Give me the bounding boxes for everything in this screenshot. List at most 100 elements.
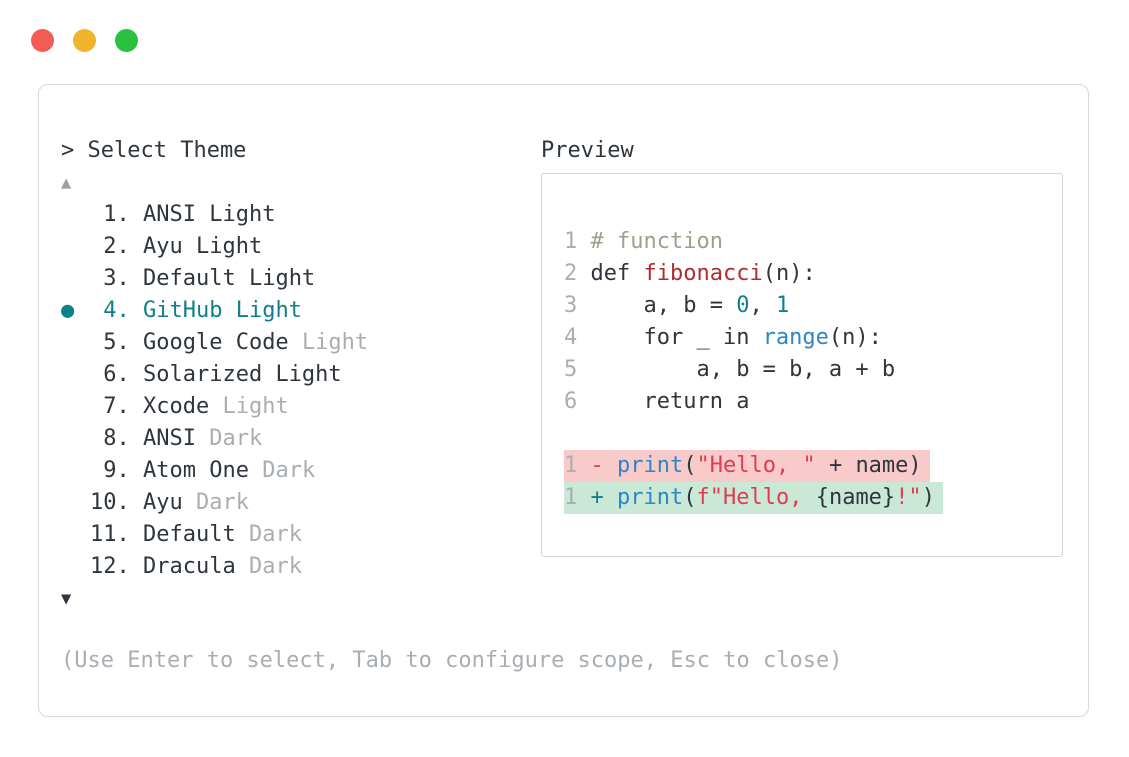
theme-item-ansi-dark[interactable]: 8. ANSI Dark (61, 423, 541, 455)
line-number: 1 (564, 485, 578, 510)
code-token-num: 1 (775, 293, 790, 318)
code-line: 4 for _ in range(n): (564, 322, 1044, 354)
code-token-comment: # function (590, 229, 723, 254)
code-token-plain: ( (683, 485, 697, 510)
item-number: 1. (103, 202, 130, 227)
code-token-plain: ( (683, 453, 697, 478)
code-token-builtin: range (762, 325, 829, 350)
diff-line-row: 1 - print("Hello, " + name) (564, 450, 1044, 482)
close-button-icon[interactable] (31, 29, 54, 52)
code-token-plain: a, b = (590, 293, 737, 318)
scroll-up-icon[interactable]: ▲ (61, 173, 72, 193)
code-token-num: 0 (736, 293, 750, 318)
minimize-button-icon[interactable] (73, 29, 96, 52)
item-variant: Light (235, 298, 302, 323)
item-number: 10. (90, 490, 130, 515)
theme-item-atom-one-dark[interactable]: 9. Atom One Dark (61, 455, 541, 487)
code-token-plus: + (590, 485, 617, 510)
item-name: Atom One (142, 458, 263, 483)
selected-bullet-icon: ● (61, 298, 75, 323)
code-line: 2 def fibonacci(n): (564, 258, 1044, 290)
keyboard-hint: (Use Enter to select, Tab to configure s… (61, 648, 843, 673)
item-variant: Light (195, 234, 263, 259)
theme-item-ansi-light[interactable]: 1. ANSI Light (61, 199, 541, 231)
preview-title: Preview (541, 138, 634, 163)
item-name: Dracula (142, 554, 249, 579)
code-token-plain: (n): (828, 325, 882, 350)
code-token-str: "Hello, " (696, 453, 816, 478)
item-number: 3. (103, 266, 130, 291)
item-variant: Light (301, 330, 369, 355)
item-variant: Light (209, 202, 276, 227)
item-variant: Light (248, 266, 316, 291)
code-line: 6 return a (564, 386, 1044, 418)
code-token-str: !" (895, 485, 922, 510)
item-name: ANSI (142, 202, 210, 227)
code-token-minus: - (590, 453, 617, 478)
code-token-plain: def (590, 261, 644, 286)
theme-item-default-dark[interactable]: 11. Default Dark (61, 519, 541, 551)
line-number: 1 (564, 229, 578, 254)
code-token-plain: , (749, 293, 776, 318)
item-number: 2. (103, 234, 130, 259)
code-token-plain: + name) (815, 453, 922, 478)
code-token-str: f"Hello, (696, 485, 816, 510)
scroll-down-icon[interactable]: ▼ (61, 589, 72, 609)
line-number: 4 (564, 325, 578, 350)
theme-item-github-light[interactable]: ●4. GitHub Light (61, 295, 541, 327)
code-token-plain: ) (921, 485, 935, 510)
item-variant: Dark (248, 554, 302, 579)
item-number: 11. (90, 522, 130, 547)
item-variant: Dark (209, 426, 263, 451)
code-token-plain: {name} (815, 485, 896, 510)
code-line: 5 a, b = b, a + b (564, 354, 1044, 386)
item-variant: Dark (262, 458, 316, 483)
line-number: 3 (564, 293, 578, 318)
theme-item-google-code-light[interactable]: 5. Google Code Light (61, 327, 541, 359)
line-number: 2 (564, 261, 578, 286)
item-number: 8. (103, 426, 130, 451)
item-number: 9. (103, 458, 130, 483)
code-token-plain: (n): (762, 261, 816, 286)
item-number: 5. (103, 330, 130, 355)
theme-item-solarized-light[interactable]: 6. Solarized Light (61, 359, 541, 391)
code-token-func: fibonacci (643, 261, 763, 286)
window-controls (31, 29, 138, 52)
diff-removed-line: 1 - print("Hello, " + name) (564, 450, 930, 482)
diff-line-row: 1 + print(f"Hello, {name}!") (564, 482, 1044, 514)
code-token-builtin: print (617, 485, 684, 510)
zoom-button-icon[interactable] (115, 29, 138, 52)
item-number: 7. (103, 394, 130, 419)
line-number: 5 (564, 357, 578, 382)
item-name: Default (142, 266, 249, 291)
item-variant: Light (275, 362, 342, 387)
item-name: Default (142, 522, 249, 547)
picker-title: > Select Theme (61, 138, 247, 163)
item-number: 12. (90, 554, 130, 579)
code-token-plain: return a (590, 389, 750, 414)
item-variant: Dark (195, 490, 249, 515)
theme-item-dracula-dark[interactable]: 12. Dracula Dark (61, 551, 541, 583)
theme-item-default-light[interactable]: 3. Default Light (61, 263, 541, 295)
line-number: 1 (564, 453, 578, 478)
theme-item-xcode-light[interactable]: 7. Xcode Light (61, 391, 541, 423)
line-number: 6 (564, 389, 578, 414)
theme-item-ayu-light[interactable]: 2. Ayu Light (61, 231, 541, 263)
item-name: ANSI (142, 426, 210, 451)
item-variant: Dark (248, 522, 302, 547)
item-name: Solarized (142, 362, 276, 387)
code-line: 3 a, b = 0, 1 (564, 290, 1044, 322)
code-line: 1 # function (564, 226, 1044, 258)
diff-added-line: 1 + print(f"Hello, {name}!") (564, 482, 943, 514)
theme-item-ayu-dark[interactable]: 10. Ayu Dark (61, 487, 541, 519)
item-name: GitHub (142, 298, 236, 323)
code-token-plain: a, b = b, a + b (590, 357, 896, 382)
item-number: 6. (103, 362, 130, 387)
